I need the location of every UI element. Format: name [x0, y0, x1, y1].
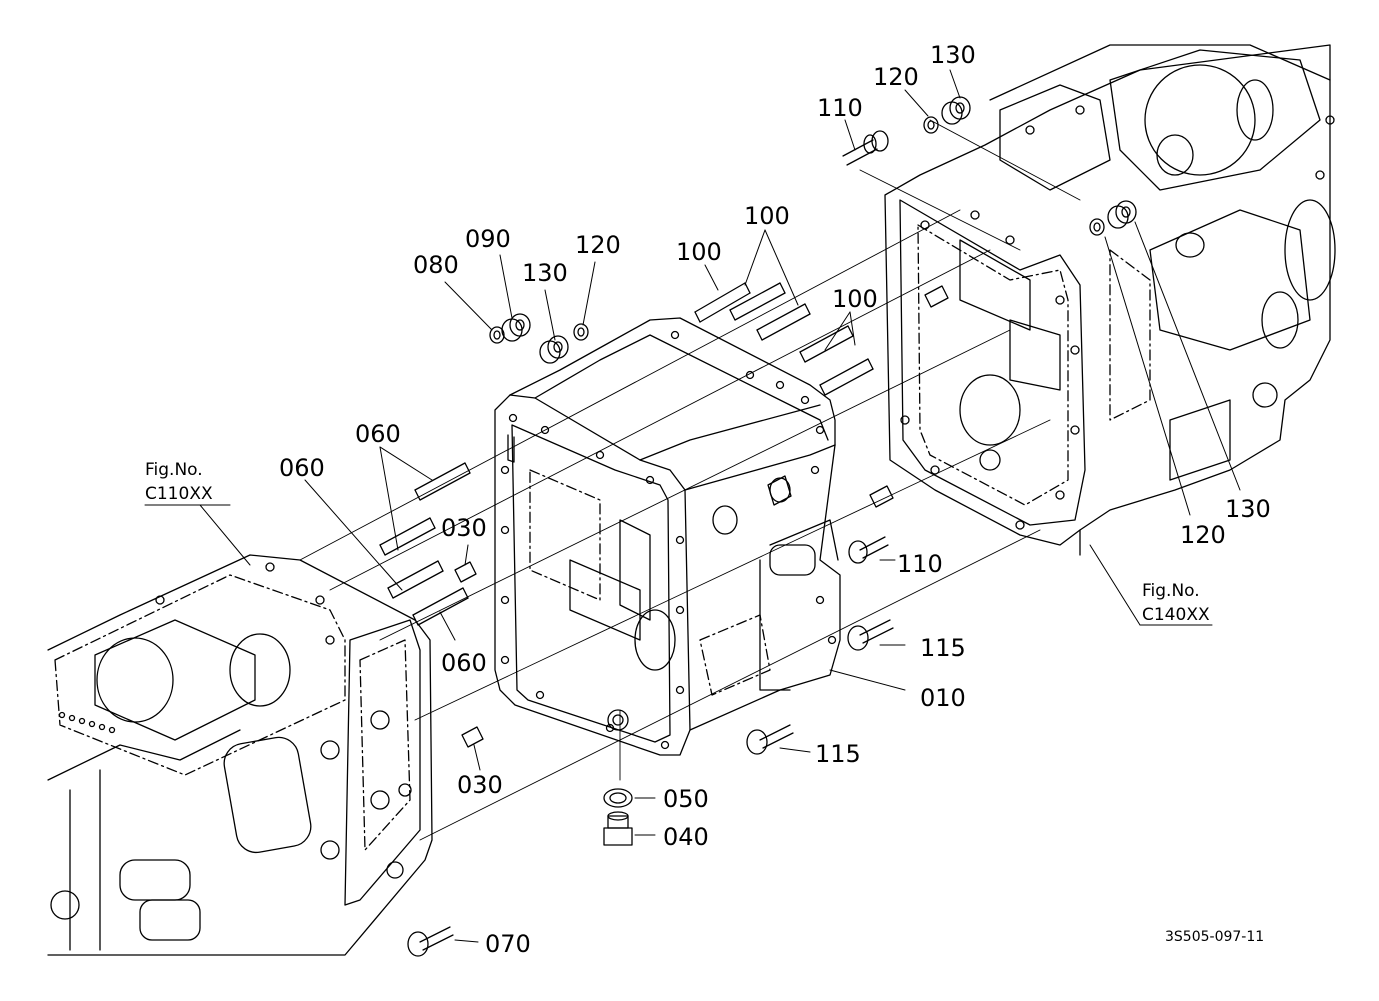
fig-ref-left-line2: C110XX	[145, 484, 213, 504]
callout-090: 090	[465, 225, 511, 253]
washer-080	[489, 326, 505, 344]
washers-and-nuts	[489, 96, 1137, 846]
hex-bolts	[407, 130, 894, 957]
plug-040	[603, 811, 633, 846]
stud-060-c	[387, 560, 444, 599]
washer-120-a	[923, 116, 939, 134]
callout-030-b: 030	[457, 771, 503, 799]
fig-ref-right-line2: C140XX	[1142, 605, 1210, 625]
stud-bolts	[379, 282, 874, 626]
left-transmission-case	[47, 554, 433, 956]
callout-070: 070	[485, 930, 531, 958]
callout-100-c: 100	[832, 285, 878, 313]
nut-130-c	[1107, 200, 1137, 229]
callout-120-right: 120	[1180, 521, 1226, 549]
callout-130-top: 130	[930, 41, 976, 69]
callout-130-mid: 130	[522, 259, 568, 287]
callout-115-b: 115	[815, 740, 861, 768]
pin-rear-2	[869, 485, 894, 508]
callout-010: 010	[920, 684, 966, 712]
stud-060-a	[414, 462, 471, 501]
stud-100-b	[729, 282, 786, 321]
callout-130-right: 130	[1225, 495, 1271, 523]
pin-030-b	[461, 726, 484, 748]
pin-rear	[924, 285, 949, 308]
stud-100-d	[799, 325, 854, 363]
nut-130-b	[539, 335, 569, 364]
fig-ref-left-line1: Fig.No.	[145, 460, 203, 480]
washer-120-b	[573, 323, 589, 341]
stud-100-c	[756, 303, 811, 341]
leader-lines	[144, 69, 1241, 943]
callout-110-mid: 110	[897, 550, 943, 578]
gasket-050	[603, 788, 633, 808]
callout-115-a: 115	[920, 634, 966, 662]
pin-center	[767, 475, 792, 506]
callout-120-mid: 120	[575, 231, 621, 259]
callout-040: 040	[663, 823, 709, 851]
callout-120-top: 120	[873, 63, 919, 91]
callout-labels: 130 120 110 100 100 100 090 080 130 120 …	[145, 41, 1271, 958]
bolt-110-b	[848, 536, 889, 564]
stud-100-a	[694, 282, 751, 323]
bolt-115-a	[847, 619, 894, 651]
stud-100-e	[819, 358, 874, 396]
callout-100-b: 100	[676, 238, 722, 266]
callout-060-c: 060	[441, 649, 487, 677]
callout-060-b: 060	[279, 454, 325, 482]
callout-030-a: 030	[441, 514, 487, 542]
washer-120-c	[1089, 218, 1105, 236]
nut-090	[501, 313, 531, 342]
callout-060-a: 060	[355, 420, 401, 448]
callout-080: 080	[413, 251, 459, 279]
bolt-115-b	[746, 724, 794, 755]
callout-110-top: 110	[817, 94, 863, 122]
bolt-110-a	[842, 130, 889, 166]
bolt-070	[407, 926, 454, 957]
callout-100-a: 100	[744, 202, 790, 230]
callout-050: 050	[663, 785, 709, 813]
right-rear-axle-case	[884, 44, 1336, 556]
center-housing-010	[494, 317, 841, 756]
nut-130-a	[941, 96, 971, 125]
dowel-pins-030	[454, 285, 949, 748]
stud-060-d	[412, 587, 469, 626]
drawing-code: 3S505-097-11	[1165, 929, 1264, 945]
fig-ref-right-line1: Fig.No.	[1142, 581, 1200, 601]
assembly-axis-lines	[299, 119, 1081, 841]
stud-060-b	[379, 517, 436, 556]
